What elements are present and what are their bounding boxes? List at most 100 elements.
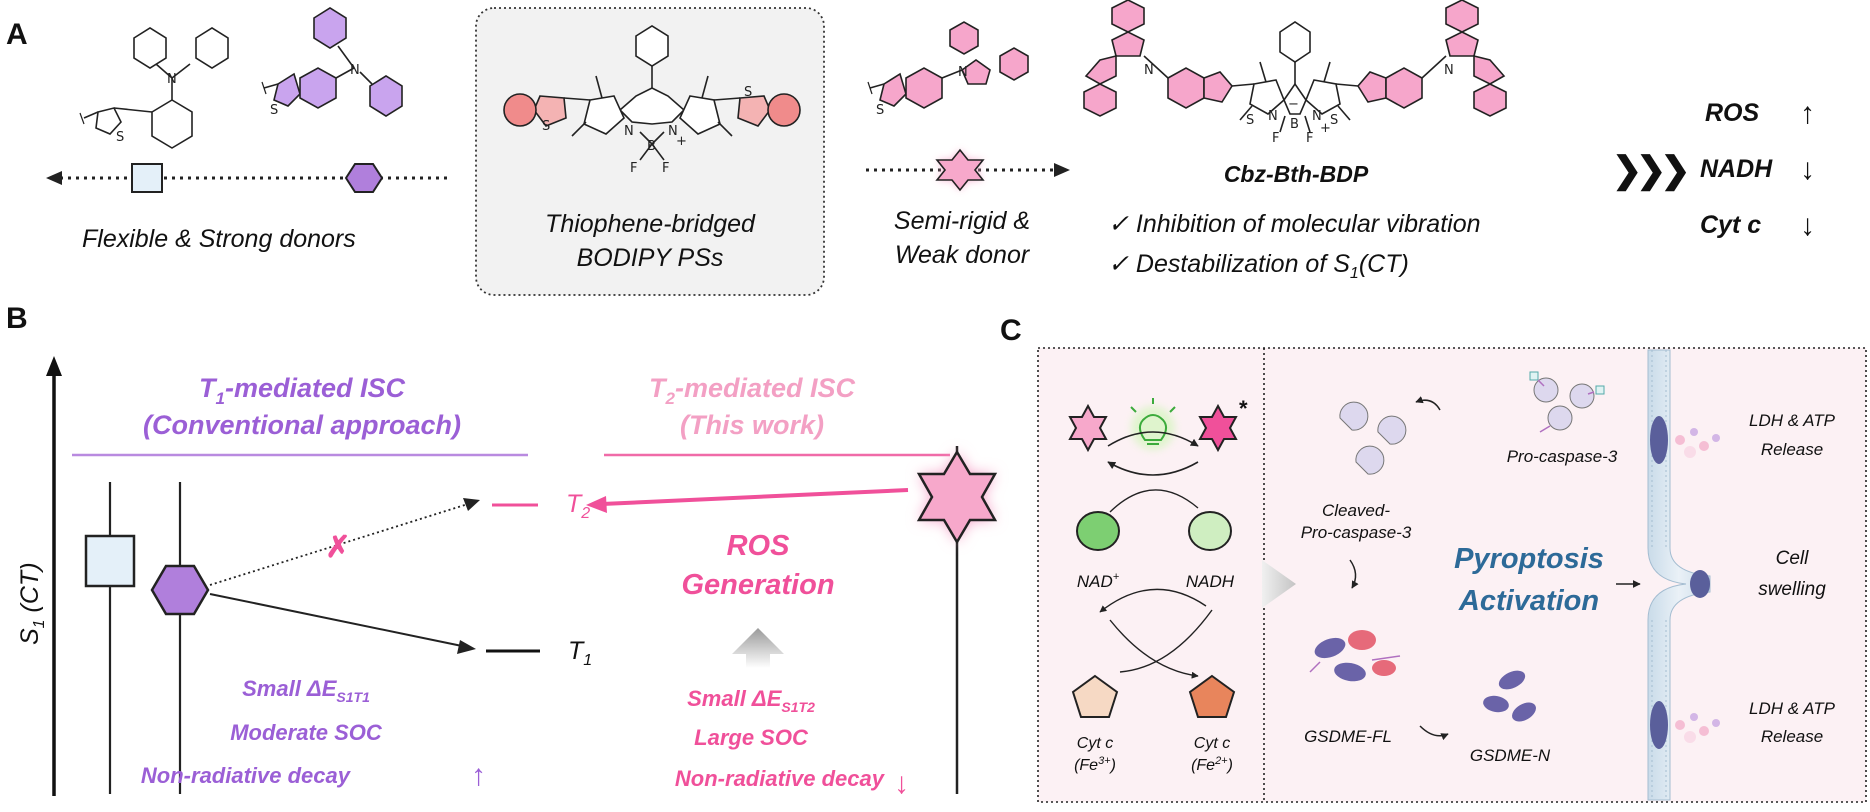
atom-s: S	[116, 130, 124, 145]
charge-plus: +	[1320, 121, 1331, 136]
relaxation-arc	[1107, 461, 1199, 476]
left-soc: Moderate SOC	[230, 720, 383, 745]
donor-structure-tpa-thiophene: S N	[79, 27, 229, 149]
nad-plus-label: NAD+	[1077, 571, 1120, 591]
gsdme-n-label: GSDME-N	[1470, 746, 1551, 765]
pyroptosis-title: Pyroptosis	[1454, 543, 1604, 575]
panel-c-frame	[1037, 347, 1867, 803]
nadh-label: NADH	[1186, 572, 1235, 591]
check-destabilization: ✓ Destabilization of S1(CT)	[1108, 250, 1409, 282]
gsdme-fl-label: GSDME-FL	[1304, 727, 1392, 746]
donors-caption: Flexible & Strong donors	[82, 225, 356, 253]
right-delta-e: Small ΔES1T2	[687, 686, 815, 715]
cyt-arc-2	[1109, 619, 1199, 679]
outcome-nadh-arrow: ↓	[1800, 153, 1815, 186]
cleaved-label-line1: Cleaved-	[1322, 501, 1390, 520]
atom-n: N	[167, 72, 177, 87]
left-nonrad: Non-radiative decay	[141, 763, 352, 788]
excited-mark: *	[1239, 396, 1248, 421]
panel-a-label: A	[6, 18, 28, 51]
t2-level-label: T2	[566, 490, 590, 522]
hexagon-marker	[344, 163, 384, 193]
atom-n: N	[350, 63, 360, 78]
t1-isc-arrow	[209, 593, 463, 647]
light-bulb-icon	[1130, 398, 1176, 450]
nad-upper-arc	[1109, 489, 1199, 513]
panel-b-label: B	[6, 302, 28, 335]
donor-flexibility-arrow	[46, 163, 452, 193]
atom-s: S	[876, 103, 884, 118]
swelling-line2: swelling	[1758, 579, 1826, 600]
donor-structure-cbz-bth: S N	[867, 21, 1029, 118]
left-nonrad-arrow: ↑	[471, 759, 486, 792]
pro-caspase-3-label: Pro-caspase-3	[1507, 447, 1618, 466]
energy-axis-label: S1 (CT)	[16, 562, 48, 645]
right-nonrad-arrow: ↓	[894, 767, 909, 800]
cyt-c-fe2-state: (Fe2+)	[1191, 755, 1233, 774]
cell-membrane	[1647, 349, 1711, 801]
nad-plus-circle	[1076, 511, 1120, 551]
excitation-arc	[1107, 431, 1199, 447]
check-vibration: ✓ Inhibition of molecular vibration	[1108, 210, 1481, 238]
t2-isc-arrow	[601, 488, 909, 506]
atom-n: N	[1268, 109, 1278, 124]
release-bottom-line1: LDH & ATP	[1749, 699, 1836, 718]
excited-state-star	[1198, 403, 1238, 453]
atom-n: N	[668, 124, 678, 139]
t1-level-label: T1	[568, 637, 592, 669]
outcome-nadh: NADH	[1700, 155, 1773, 183]
left-delta-e: Small ΔES1T1	[242, 676, 370, 705]
t2-mediated-title: T2-mediated ISC	[649, 373, 856, 408]
release-bottom-line2: Release	[1761, 727, 1823, 746]
outcome-ros-arrow: ↑	[1800, 97, 1815, 130]
atom-f: F	[630, 161, 637, 176]
outcome-cytc: Cyt c	[1700, 211, 1761, 239]
pro-caspase-3-icon	[1529, 371, 1605, 433]
semi-rigid-caption-line1: Semi-rigid &	[894, 207, 1030, 235]
release-top-line2: Release	[1761, 440, 1823, 459]
cyt-c-fe2-pentagon	[1188, 674, 1236, 718]
released-molecules-bottom	[1675, 713, 1720, 743]
semi-rigid-caption-line2: Weak donor	[895, 241, 1031, 269]
generation-label: Generation	[681, 569, 834, 601]
nadh-circle	[1188, 511, 1232, 551]
donor-structure-bth-dpa: S N	[261, 7, 403, 118]
blocked-isc-arrow	[209, 503, 469, 586]
gsdme-n-arrow	[1419, 725, 1449, 741]
charge-plus: +	[676, 134, 687, 149]
nad-lower-arc	[1099, 588, 1207, 613]
cleaved-label-line2: Pro-caspase-3	[1301, 523, 1412, 542]
bodipy-caption-line1: Thiophene-bridged	[545, 210, 756, 238]
star-molecule	[916, 449, 998, 545]
cyt-c-fe3-state: (Fe3+)	[1074, 755, 1116, 774]
molecule-name: Cbz-Bth-BDP	[1224, 161, 1369, 187]
swelling-line1: Cell	[1776, 548, 1810, 569]
pathway-chevron	[1262, 560, 1296, 608]
atom-b: B	[1290, 117, 1299, 132]
bodipy-caption-line2: BODIPY PSs	[577, 244, 724, 272]
square-molecule	[84, 534, 136, 588]
atom-n: N	[958, 65, 968, 80]
blocked-mark: ✗	[325, 531, 350, 564]
right-soc: Large SOC	[694, 725, 809, 750]
atom-f: F	[662, 161, 669, 176]
activation-title: Activation	[1458, 585, 1599, 617]
atom-s: S	[744, 85, 752, 100]
atom-n: N	[624, 124, 634, 139]
cbz-bth-bdp-structure: S S N N N N B F F − +	[1083, 0, 1507, 146]
atom-f: F	[1272, 131, 1279, 146]
t1-mediated-title: T1-mediated ISC	[199, 373, 406, 408]
atom-s: S	[270, 103, 278, 118]
ros-label: ROS	[727, 530, 791, 562]
release-top-line1: LDH & ATP	[1749, 411, 1836, 430]
star-marker	[935, 148, 985, 192]
outcome-list: ROS ↑ NADH ↓ Cyt c ↓	[1700, 97, 1815, 242]
panel-a: A S N S N	[6, 0, 1815, 296]
outcome-cytc-arrow: ↓	[1800, 209, 1815, 242]
panel-b: B S1 (CT) T1-mediated ISC (Conventional …	[6, 302, 998, 800]
gsdme-cleavage-arrow	[1349, 559, 1359, 589]
cyt-c-fe3-label: Cyt c	[1077, 735, 1113, 752]
square-marker	[131, 163, 163, 193]
atom-s: S	[1330, 113, 1338, 128]
